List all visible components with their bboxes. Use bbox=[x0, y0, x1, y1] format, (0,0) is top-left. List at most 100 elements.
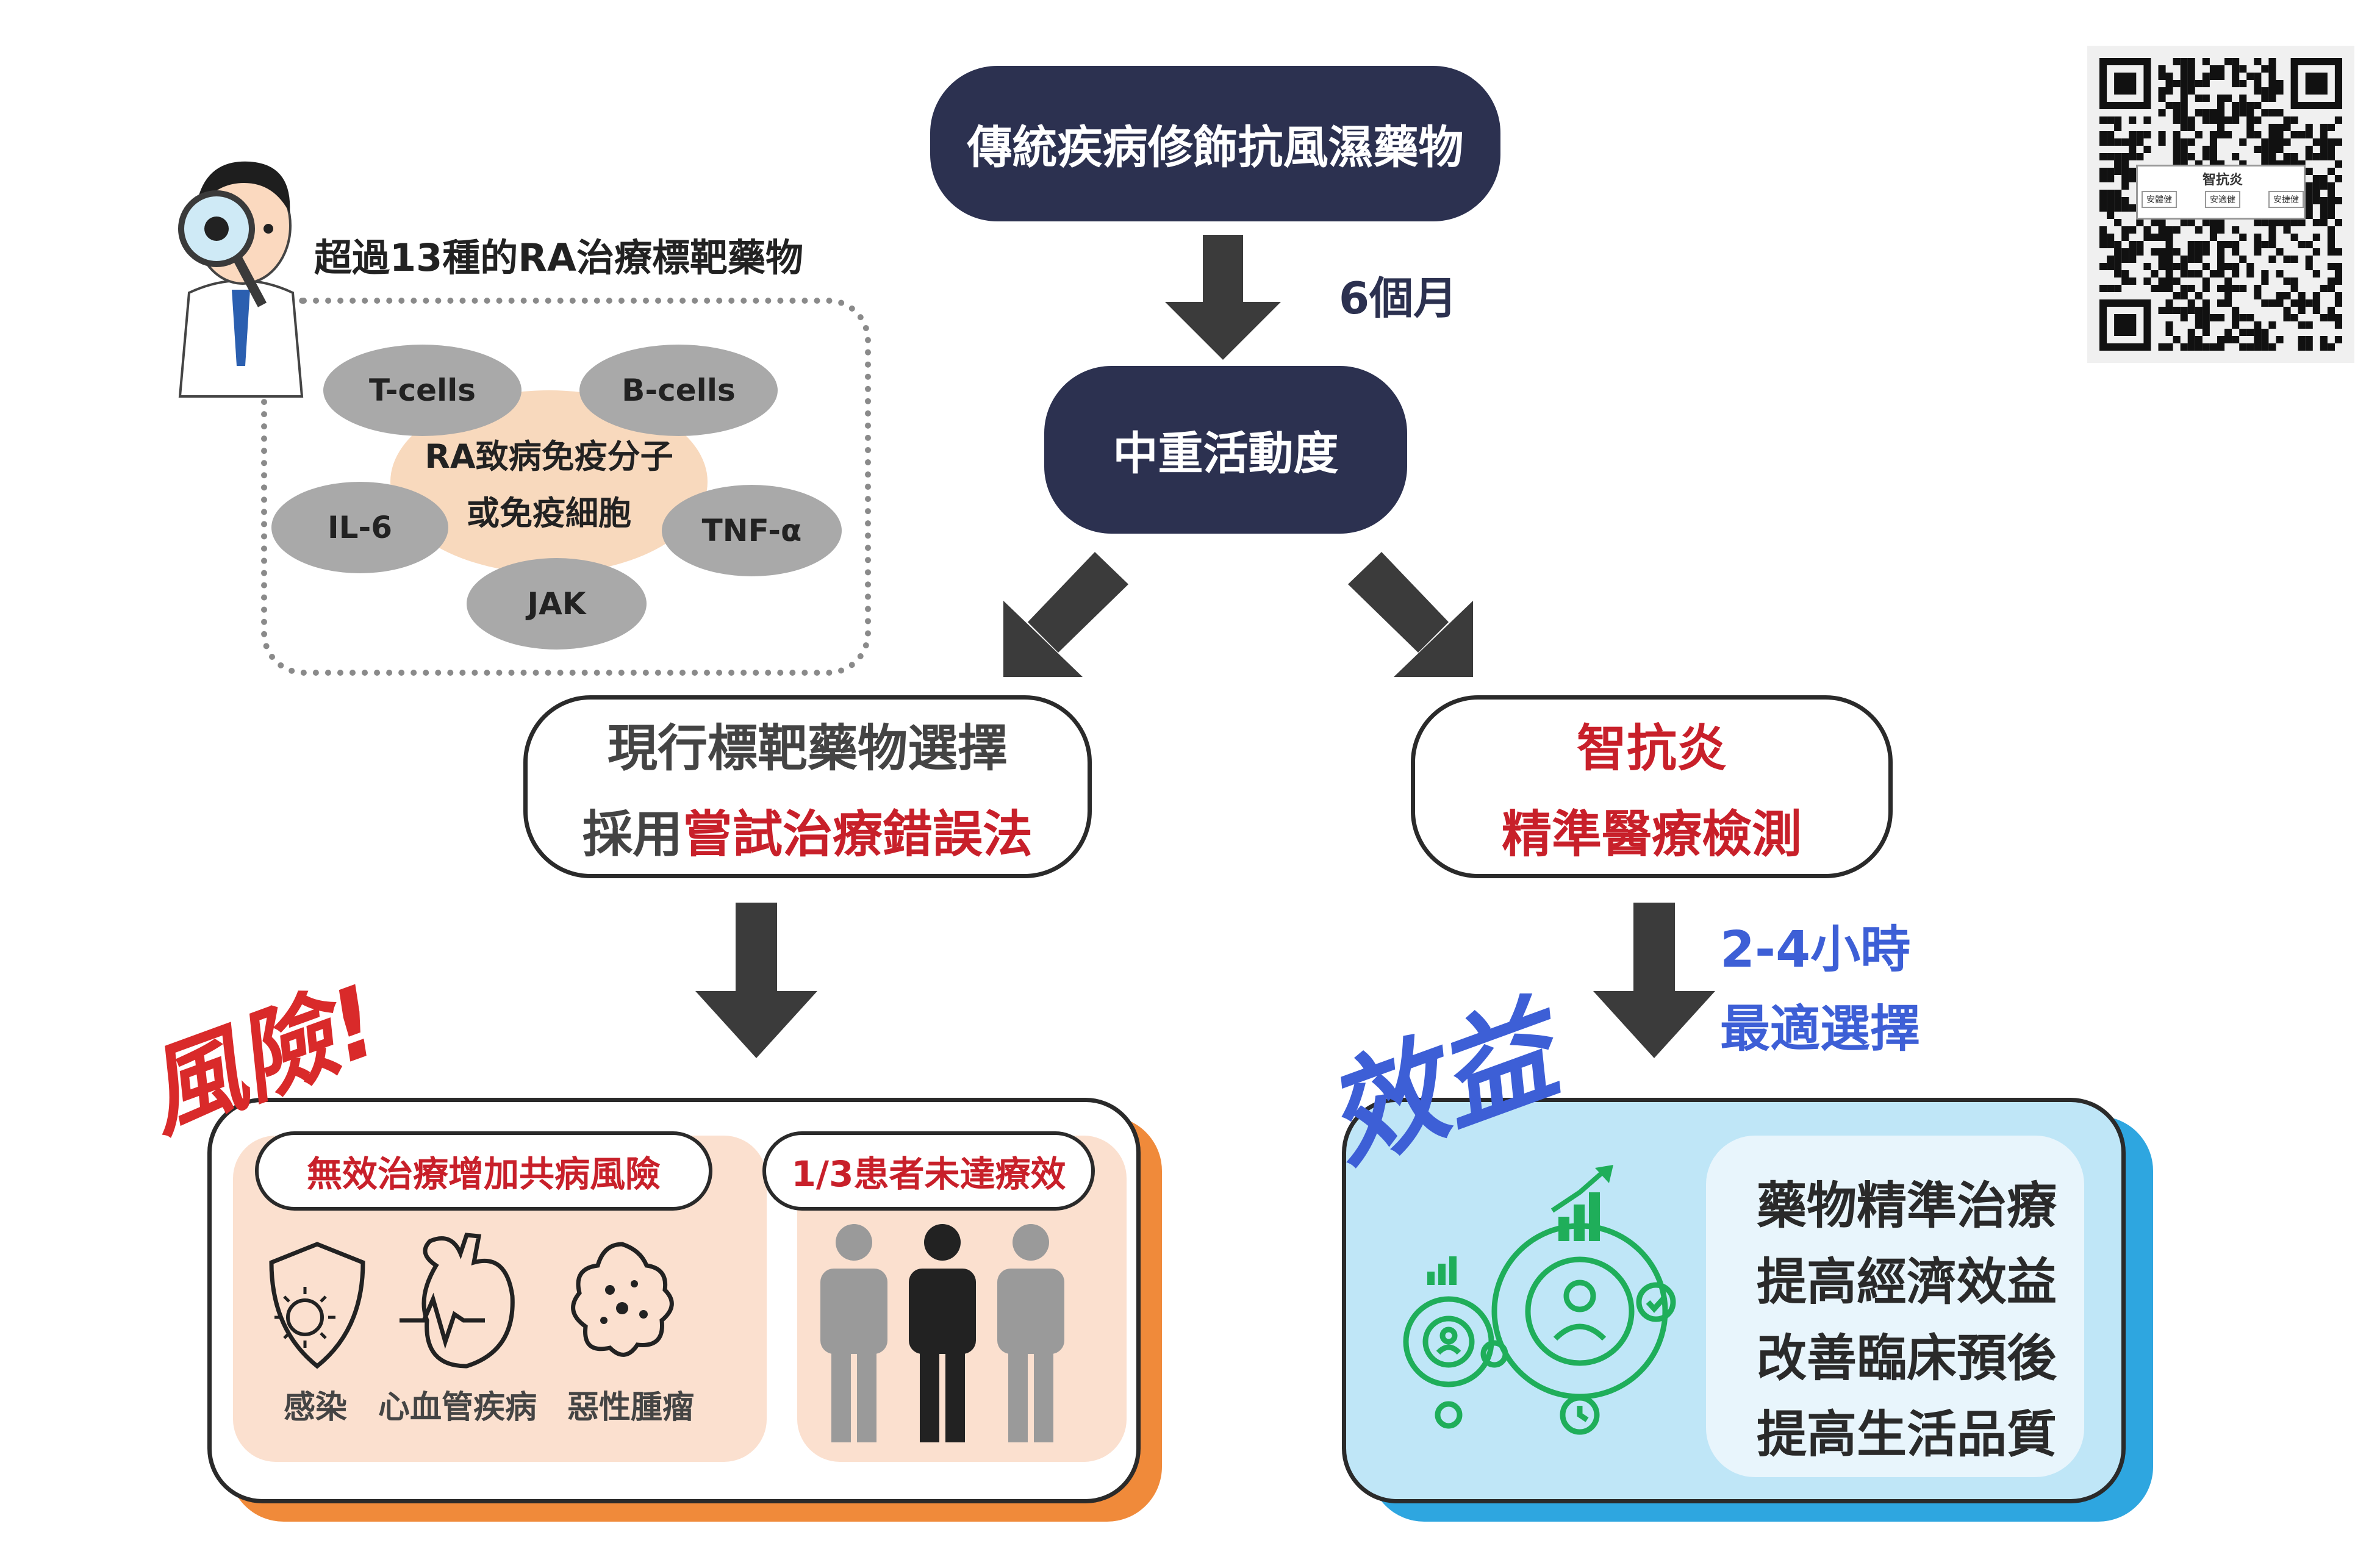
qr-module bbox=[2121, 197, 2129, 204]
down-arrow-right bbox=[1593, 903, 1715, 1058]
qr-module bbox=[2327, 153, 2335, 160]
qr-module bbox=[2165, 277, 2173, 285]
qr-center-label: 智抗炎 bbox=[2202, 173, 2243, 188]
qr-module bbox=[2276, 131, 2284, 138]
mid-box-label: 中重活動度 bbox=[1113, 428, 1339, 480]
qr-module bbox=[2187, 256, 2195, 263]
qr-module bbox=[2305, 299, 2313, 307]
virus-shield-icon bbox=[269, 1242, 365, 1369]
qr-module bbox=[2217, 116, 2225, 124]
qr-module bbox=[2165, 307, 2173, 314]
qr-module bbox=[2239, 329, 2247, 336]
precision-test-line2: 精準醫療檢測 bbox=[1501, 806, 1802, 864]
qr-module bbox=[2165, 299, 2173, 307]
qr-module bbox=[2195, 131, 2203, 138]
qr-module bbox=[2173, 263, 2181, 270]
qr-module bbox=[2268, 109, 2276, 116]
qr-module bbox=[2239, 343, 2247, 351]
qr-module bbox=[2276, 270, 2284, 277]
qr-module bbox=[2121, 277, 2129, 285]
qr-module bbox=[2202, 343, 2210, 351]
qr-module bbox=[2173, 277, 2181, 285]
qr-module bbox=[2158, 138, 2166, 146]
qr-finder bbox=[2114, 314, 2137, 336]
qr-module bbox=[2246, 329, 2254, 336]
qr-module bbox=[2298, 336, 2306, 343]
qr-module bbox=[2180, 314, 2188, 321]
qr-module bbox=[2334, 248, 2342, 256]
qr-module bbox=[2305, 168, 2313, 175]
qr-module bbox=[2143, 131, 2151, 138]
benefit-list-card bbox=[1706, 1136, 2084, 1477]
current-treatment-line2: 採用嘗試治療錯誤法 bbox=[582, 793, 1033, 866]
qr-module bbox=[2121, 175, 2129, 182]
qr-mini-label-3: 安捷健 bbox=[2268, 191, 2304, 208]
qr-module bbox=[2232, 336, 2240, 343]
qr-module bbox=[2165, 73, 2173, 80]
qr-module bbox=[2202, 248, 2210, 256]
qr-module bbox=[2312, 219, 2320, 226]
qr-module bbox=[2290, 277, 2298, 285]
qr-module bbox=[2151, 234, 2159, 241]
heart-icon bbox=[400, 1233, 515, 1369]
qr-module bbox=[2224, 58, 2232, 65]
qr-module bbox=[2334, 175, 2342, 182]
qr-module bbox=[2158, 285, 2166, 292]
qr-module bbox=[2165, 87, 2173, 95]
qr-module bbox=[2261, 153, 2269, 160]
qr-module bbox=[2195, 80, 2203, 87]
qr-module bbox=[2246, 116, 2254, 124]
qr-module bbox=[2114, 248, 2122, 256]
qr-module bbox=[2298, 299, 2306, 307]
qr-module bbox=[2187, 343, 2195, 351]
qr-module bbox=[2327, 285, 2335, 292]
qr-module bbox=[2195, 314, 2203, 321]
qr-module bbox=[2114, 204, 2122, 212]
qr-module bbox=[2276, 87, 2284, 95]
qr-module bbox=[2129, 116, 2137, 124]
qr-module bbox=[2121, 270, 2129, 277]
qr-module bbox=[2202, 153, 2210, 160]
qr-module bbox=[2195, 343, 2203, 351]
qr-module bbox=[2232, 80, 2240, 87]
qr-module bbox=[2276, 80, 2284, 87]
qr-module bbox=[2261, 87, 2269, 95]
qr-module bbox=[2187, 116, 2195, 124]
qr-module bbox=[2254, 241, 2262, 248]
qr-module bbox=[2165, 270, 2173, 277]
qr-module bbox=[2283, 277, 2291, 285]
qr-module bbox=[2107, 131, 2115, 138]
qr-module bbox=[2202, 329, 2210, 336]
qr-mini-label-2: 安適健 bbox=[2205, 191, 2240, 208]
qr-module bbox=[2202, 307, 2210, 314]
qr-module bbox=[2305, 153, 2313, 160]
qr-module bbox=[2165, 226, 2173, 234]
qr-module bbox=[2107, 234, 2115, 241]
qr-module bbox=[2173, 307, 2181, 314]
malignancy-label: 惡性腫瘤 bbox=[567, 1389, 695, 1426]
qr-module bbox=[2224, 131, 2232, 138]
qr-module bbox=[2187, 58, 2195, 65]
node-tnf-alpha: TNF-α bbox=[662, 485, 842, 576]
qr-module bbox=[2180, 343, 2188, 351]
qr-module bbox=[2158, 87, 2166, 95]
qr-module bbox=[2136, 153, 2144, 160]
qr-module bbox=[2276, 336, 2284, 343]
qr-module bbox=[2217, 285, 2225, 292]
qr-module bbox=[2320, 124, 2328, 131]
qr-module bbox=[2121, 248, 2129, 256]
qr-module bbox=[2121, 138, 2129, 146]
precision-test-line1: 智抗炎 bbox=[1576, 720, 1727, 778]
qr-module bbox=[2320, 314, 2328, 321]
qr-module bbox=[2114, 138, 2122, 146]
down-arrow-1 bbox=[1165, 235, 1281, 360]
qr-module bbox=[2195, 270, 2203, 277]
qr-module bbox=[2151, 285, 2159, 292]
qr-module bbox=[2129, 175, 2137, 182]
qr-module bbox=[2202, 299, 2210, 307]
qr-module bbox=[2129, 241, 2137, 248]
qr-module bbox=[2268, 58, 2276, 65]
qr-module bbox=[2107, 168, 2115, 175]
qr-module bbox=[2107, 241, 2115, 248]
qr-module bbox=[2129, 146, 2137, 153]
